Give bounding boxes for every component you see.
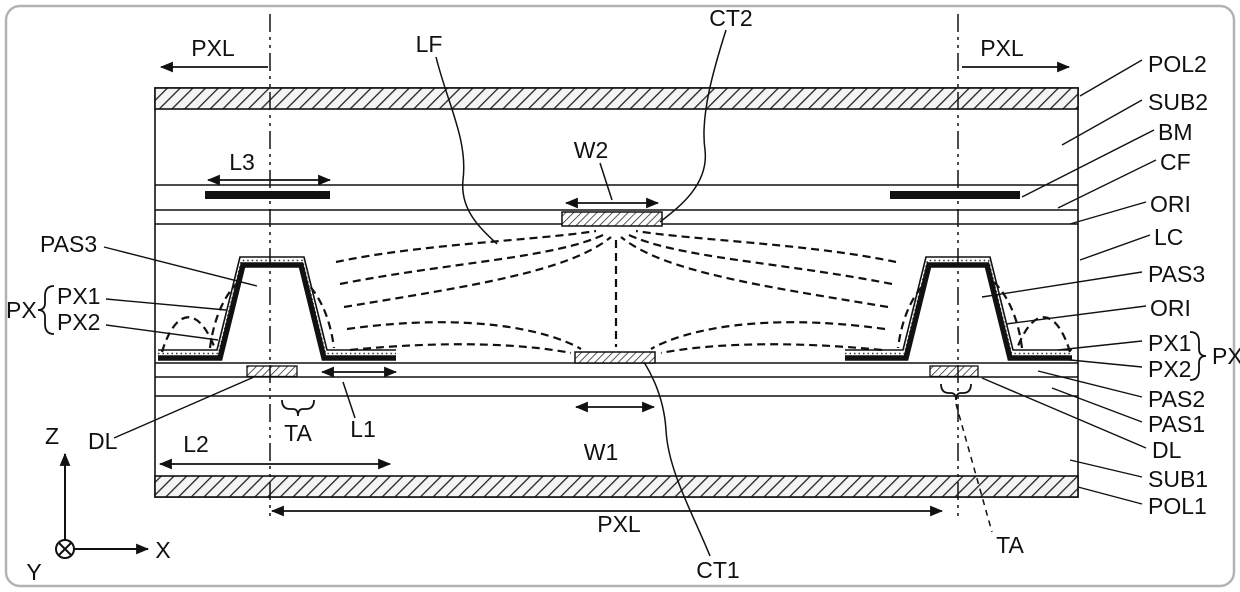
ta-brace-right <box>940 383 972 401</box>
field-line <box>626 233 893 286</box>
px-brace-right <box>1189 331 1207 381</box>
ct2-leader <box>659 29 727 223</box>
cf-leader <box>1057 159 1157 209</box>
ta-left-label: TA <box>284 420 312 446</box>
dl-left-leader <box>113 376 255 439</box>
ct1-label: CT1 <box>696 557 739 583</box>
px1-right-label: PX1 <box>1148 330 1191 356</box>
px1-left-label: PX1 <box>57 283 100 309</box>
ta-right-label: TA <box>996 532 1024 558</box>
dl-right <box>929 365 979 378</box>
px2-right-leader <box>1049 357 1143 368</box>
bm-leader <box>1021 129 1155 198</box>
px-left-label: PX <box>6 297 37 323</box>
pol1-layer <box>154 475 1079 498</box>
pas2-leader <box>1037 370 1143 398</box>
field-line <box>160 316 216 353</box>
pol2-leader <box>1079 59 1143 97</box>
w1-label: W1 <box>584 439 619 465</box>
panel-structure <box>154 14 1079 516</box>
pxl-top-left-label: PXL <box>191 35 235 61</box>
ct1-leader <box>643 361 711 557</box>
pol2-layer <box>154 87 1079 110</box>
z-axis-label: Z <box>45 423 59 449</box>
ori-top-leader <box>1069 201 1147 225</box>
dl-right-leader <box>981 377 1147 449</box>
bm-bar-right <box>890 191 1020 199</box>
px2-left-label: PX2 <box>57 309 100 335</box>
field-line <box>335 229 597 264</box>
lf-label: LF <box>416 31 443 57</box>
field-line <box>339 233 606 286</box>
pas3-contour-left <box>158 256 396 351</box>
figure-border <box>4 4 1236 588</box>
field-line <box>349 343 572 355</box>
y-axis-cross-icon <box>58 542 72 556</box>
ori-stipple-left <box>158 259 396 355</box>
px-brace-left <box>37 285 55 335</box>
field-line <box>635 229 897 264</box>
lc-leader <box>1079 234 1151 261</box>
pol2-label: POL2 <box>1148 51 1207 77</box>
px-electrode-left <box>158 262 396 361</box>
ct2-label: CT2 <box>709 5 752 31</box>
w2-label: W2 <box>574 137 609 163</box>
sub2-label: SUB2 <box>1148 89 1208 115</box>
l2-label: L2 <box>183 431 209 457</box>
px2-right-label: PX2 <box>1148 356 1191 382</box>
px2-left-leader <box>105 324 219 341</box>
annotations <box>37 29 1207 557</box>
px-right-label: PX <box>1212 343 1240 369</box>
labels: PXL PXL LF CT2 W2 L3 L1 L2 TA W1 PXL CT1… <box>6 5 1240 583</box>
l1-leader <box>342 381 356 419</box>
w2-leader <box>599 162 613 201</box>
pas1-label: PAS1 <box>1148 411 1205 437</box>
x-axis-label: X <box>155 537 170 563</box>
bm-label: BM <box>1158 119 1193 145</box>
pas3-left-label: PAS3 <box>40 231 97 257</box>
pol1-leader <box>1077 486 1143 505</box>
pas3-left-leader <box>103 246 258 287</box>
bm-bar-left <box>205 191 330 199</box>
px1-left-leader <box>105 298 227 311</box>
pas3-right-leader <box>981 271 1143 298</box>
l3-label: L3 <box>229 149 255 175</box>
pixel-bump-fill <box>220 265 324 358</box>
field-line <box>660 343 883 355</box>
pas2-label: PAS2 <box>1148 386 1205 412</box>
dl-right-label: DL <box>1152 437 1182 463</box>
ta-right-leader <box>955 403 993 533</box>
ori-mid-label: ORI <box>1150 295 1191 321</box>
lc-field-lines <box>160 229 1072 355</box>
pol1-label: POL1 <box>1148 493 1207 519</box>
dl-left-label: DL <box>88 428 118 454</box>
lc-label: LC <box>1154 224 1183 250</box>
y-axis-label: Y <box>26 559 41 585</box>
pixel-electrode-left <box>158 256 396 361</box>
pxl-top-right-label: PXL <box>980 35 1024 61</box>
pas1-leader <box>1051 387 1143 423</box>
pxl-bottom-label: PXL <box>597 511 641 537</box>
dl-left <box>246 365 298 378</box>
ta-brace-left <box>281 399 315 417</box>
axis-indicator: Z X Y <box>26 423 170 585</box>
field-line <box>1016 316 1072 353</box>
sub1-label: SUB1 <box>1148 466 1208 492</box>
ori-top-label: ORI <box>1150 191 1191 217</box>
l1-label: L1 <box>350 416 376 442</box>
lf-leader <box>435 56 498 245</box>
ori-mid-leader <box>1005 305 1147 325</box>
pas3-right-label: PAS3 <box>1148 261 1205 287</box>
cf-label: CF <box>1160 149 1191 175</box>
ct2-electrode <box>561 211 663 227</box>
sub2-leader <box>1061 99 1143 146</box>
px1-right-leader <box>1057 340 1143 351</box>
sub1-leader <box>1069 459 1143 478</box>
ct1-electrode <box>574 351 656 364</box>
field-line <box>346 321 582 350</box>
field-line <box>650 321 886 350</box>
